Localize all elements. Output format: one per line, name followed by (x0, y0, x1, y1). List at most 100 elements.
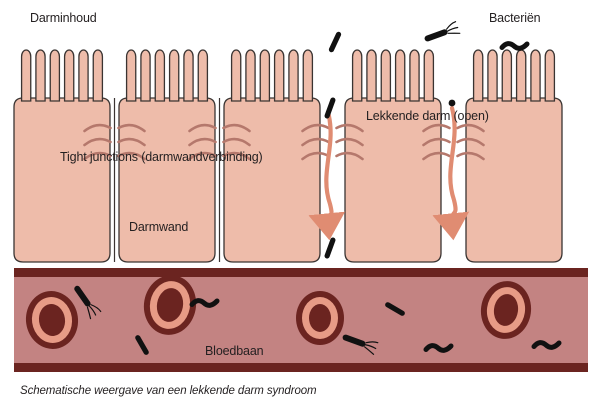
tight-junction-arc (188, 137, 217, 147)
tight-junction-arc (456, 137, 485, 147)
cell-4-villus-5 (409, 49, 420, 102)
bact-gap-2-body (448, 99, 456, 107)
rbc-4 (480, 281, 532, 339)
cell-2-villus-4 (168, 49, 180, 102)
tight-junction-arc (83, 151, 112, 161)
label-leaky-gut: Lekkende darm (open) (366, 109, 489, 123)
cell-4 (344, 49, 442, 263)
blood-bact-5-body (342, 334, 366, 347)
blood-bact-4-body (385, 302, 405, 316)
rbc-3-core (309, 304, 331, 332)
label-tight-junctions: Tight junctions (darmwandverbinding) (60, 150, 263, 164)
cell-4-villus-6 (423, 49, 435, 102)
tight-junction-marks (83, 98, 485, 262)
tight-junction-arc (301, 123, 330, 133)
tight-junction-arc (117, 151, 146, 161)
rbc-1 (25, 291, 79, 349)
bact-gap-1-body (324, 97, 336, 119)
tight-junction-1 (83, 98, 146, 262)
bact-gap-3 (324, 237, 336, 259)
blood-bact-1-flagellum (88, 305, 97, 316)
cell-2-villus-2 (140, 49, 151, 102)
cell-2-body (118, 97, 216, 263)
cell-3-body (223, 97, 321, 263)
arrow-1 (308, 109, 346, 241)
cell-1-body (13, 97, 111, 263)
cell-5-villus-4 (515, 49, 527, 102)
cell-3-villus-3 (259, 49, 271, 102)
bact-rod-1 (328, 31, 342, 53)
bact-rod-1-body (328, 31, 342, 53)
blood-bact-2 (135, 335, 149, 355)
blood-bact-5-flagellum (364, 344, 377, 350)
cell-2-villus-6 (197, 49, 209, 102)
tight-junction-arc (422, 137, 451, 147)
cell-4-villus-3 (380, 49, 392, 102)
tight-junction-arc (188, 151, 217, 161)
bact-wave-1-body (499, 41, 530, 51)
tight-junction-arc (335, 123, 364, 133)
cell-3-villus-5 (288, 49, 299, 102)
label-bloodstream: Bloedbaan (205, 344, 264, 358)
cell-1-villus-3 (49, 49, 61, 102)
bact-wave-1 (499, 41, 530, 51)
label-gut-contents: Darminhoud (30, 11, 97, 25)
gut-wall-cells (13, 49, 563, 263)
cell-5-villus-5 (530, 49, 541, 102)
blood-bact-5-flagellum (365, 341, 379, 344)
cell-2 (118, 49, 216, 263)
label-gut-wall: Darmwand (129, 220, 188, 234)
tight-junction-arc (422, 123, 451, 133)
bact-gap-2 (448, 99, 456, 107)
cell-4-body (344, 97, 442, 263)
tight-junction-arc (117, 123, 146, 133)
tight-junction-arc (301, 137, 330, 147)
blood-bact-3-body (189, 298, 220, 308)
cell-1-villus-1 (20, 49, 32, 102)
cell-1-villus-5 (78, 49, 89, 102)
cell-4-villus-4 (394, 49, 406, 102)
tight-junction-arc (335, 137, 364, 147)
rbc-2-core (156, 288, 184, 322)
rbc-2 (143, 275, 197, 335)
bact-flag-1-flagellum (445, 21, 457, 30)
bact-flag-1-body (424, 29, 448, 42)
cell-3-villus-1 (230, 49, 242, 102)
cell-3-villus-2 (245, 49, 256, 102)
tight-junction-arc (222, 137, 251, 147)
rbc-1-core (38, 304, 66, 336)
cell-5-body (465, 97, 563, 263)
cell-4-villus-2 (366, 49, 377, 102)
tight-junction-arc (222, 123, 251, 133)
label-bacteria: Bacteriën (489, 11, 541, 25)
red-blood-cells (25, 275, 532, 349)
bacteria-transit-arrows (308, 105, 470, 241)
cell-3-villus-4 (273, 49, 285, 102)
tight-junction-arc (422, 151, 451, 161)
bact-flag-1-flagellum (447, 32, 461, 34)
blood-bact-6 (423, 343, 454, 353)
cell-3 (223, 49, 321, 263)
blood-bact-5 (342, 334, 379, 355)
bact-gap-3-body (324, 237, 336, 259)
blood-bact-1-body (74, 285, 91, 307)
tight-junction-arc (188, 123, 217, 133)
tight-junction-2 (188, 98, 251, 262)
blood-bact-5-flagellum (363, 346, 375, 355)
figure-caption: Schematische weergave van een lekkende d… (20, 385, 317, 397)
cell-5-villus-1 (472, 49, 484, 102)
tight-junction-arc (83, 123, 112, 133)
tight-junction-4 (422, 123, 485, 161)
blood-bact-7-body (531, 340, 562, 350)
cell-1-villus-4 (63, 49, 75, 102)
cell-5-villus-3 (501, 49, 513, 102)
bact-flag-1-flagellum (446, 26, 459, 32)
bact-flag-1 (424, 21, 461, 42)
blood-bact-1-flagellum (86, 306, 92, 320)
blood-bact-1 (74, 285, 102, 320)
cell-5-villus-2 (487, 49, 498, 102)
tight-junction-arc (222, 151, 251, 161)
tight-junction-arc (83, 137, 112, 147)
bact-gap-1 (324, 97, 336, 119)
blood-bact-3 (189, 298, 220, 308)
